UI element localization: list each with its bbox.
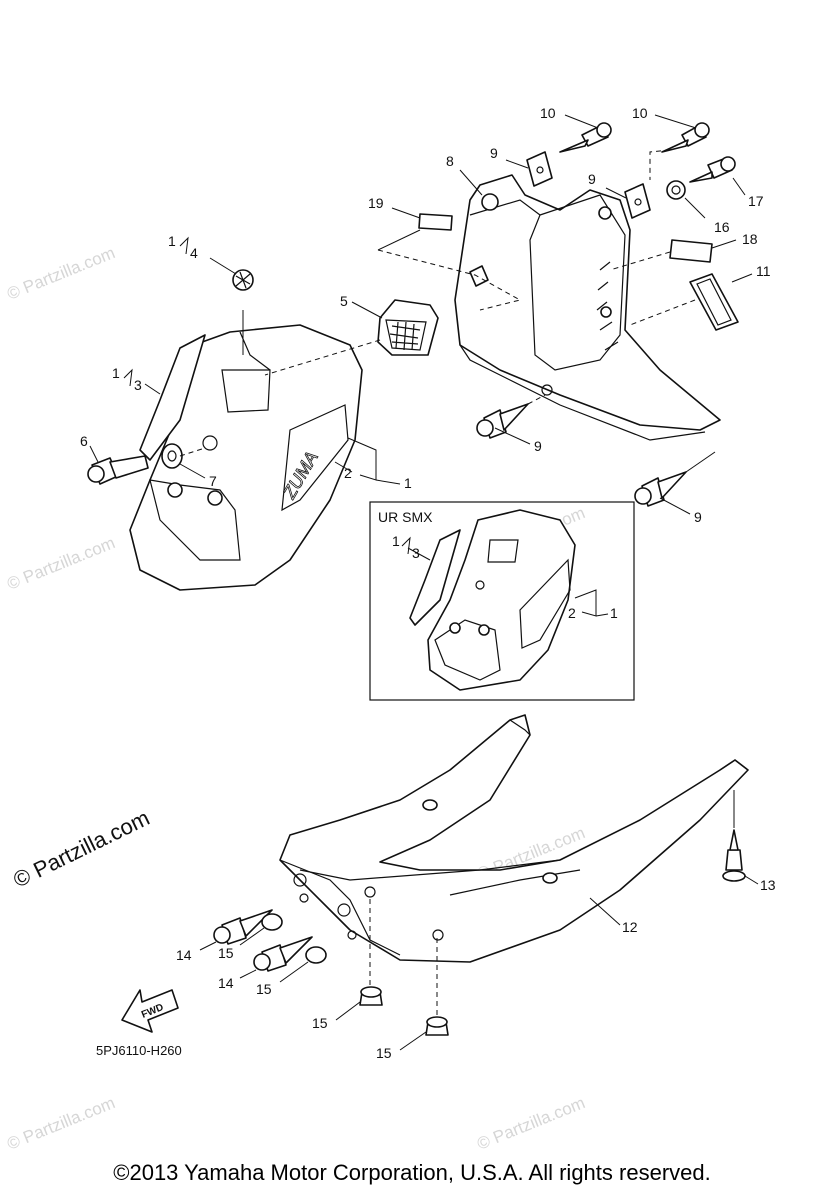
plug-15-upper <box>261 913 283 931</box>
footboard-12 <box>279 714 749 963</box>
diagram-code: 5PJ6110-H260 <box>96 1043 182 1058</box>
screw-10-right <box>661 122 710 153</box>
grommet-11 <box>689 273 739 331</box>
callout-7: 7 <box>209 473 217 489</box>
callout-1: 1 <box>404 475 412 491</box>
callout-9-a: 9 <box>490 145 498 161</box>
screw-17 <box>689 156 736 183</box>
callout-9-b: 9 <box>588 171 596 187</box>
watermark-7: © Partzilla.com <box>474 1093 587 1154</box>
grommet-7 <box>161 443 183 469</box>
callout-15-c: 15 <box>312 1015 328 1031</box>
side-stripe-3 <box>139 334 206 461</box>
callout-15-a: 15 <box>218 945 234 961</box>
callout-14-a: 14 <box>176 947 192 963</box>
fwd-arrow: FWD <box>121 989 179 1033</box>
callout-9-c: 9 <box>534 438 542 454</box>
screw-10-left <box>559 122 612 153</box>
callout-6: 6 <box>80 433 88 449</box>
callout-4: 4 <box>190 245 198 261</box>
clip-9-upper-left <box>526 151 553 187</box>
callout-9-d: 9 <box>694 509 702 525</box>
callout-10-left: 10 <box>540 105 556 121</box>
callout-14-b: 14 <box>218 975 234 991</box>
washer-16 <box>666 180 686 200</box>
label-19 <box>418 213 453 231</box>
label-18 <box>669 239 713 263</box>
callout-4-prefix: 1 <box>168 233 176 249</box>
screw-14-lower <box>253 936 313 972</box>
bolt-6 <box>87 455 149 485</box>
plug-15-lower <box>305 946 327 964</box>
watermark-3: © Partzilla.com <box>4 533 117 594</box>
watermark-main: © Partzilla.com <box>9 805 153 892</box>
screw-9-lower-left <box>476 403 529 439</box>
callout-18: 18 <box>742 231 758 247</box>
callout-2: 2 <box>344 465 352 481</box>
vent-grille-5 <box>377 299 439 356</box>
inset-callout-2: 2 <box>568 605 576 621</box>
callout-15-b: 15 <box>256 981 272 997</box>
callout-11: 11 <box>756 263 771 279</box>
inset-callout-1: 1 <box>610 605 618 621</box>
inset-callout-3-prefix: 1 <box>392 533 400 549</box>
screw-9-lower-right <box>634 471 687 507</box>
plug-15-bottom-right <box>425 1016 449 1036</box>
watermark-6: © Partzilla.com <box>4 1093 117 1154</box>
inset-ur-smx: UR SMX <box>369 501 635 701</box>
inset-title: UR SMX <box>378 509 433 525</box>
callout-3: 3 <box>134 377 142 393</box>
callout-17: 17 <box>748 193 764 209</box>
callout-13: 13 <box>760 877 776 893</box>
screw-13 <box>722 829 746 882</box>
emblem-4 <box>232 269 254 291</box>
callout-19: 19 <box>368 195 384 211</box>
callout-16: 16 <box>714 219 730 235</box>
callouts: 10 10 8 9 9 17 16 18 19 11 9 9 1 4 1 3 5… <box>80 105 776 1061</box>
copyright-notice: ©2013 Yamaha Motor Corporation, U.S.A. A… <box>113 1160 711 1185</box>
inset-callout-3: 3 <box>412 545 420 561</box>
callout-3-prefix: 1 <box>112 365 120 381</box>
inner-leg-shield <box>454 174 721 441</box>
callout-5: 5 <box>340 293 348 309</box>
callout-8: 8 <box>446 153 454 169</box>
callout-10-right: 10 <box>632 105 648 121</box>
callout-15-d: 15 <box>376 1045 392 1061</box>
plug-15-bottom-left <box>359 986 383 1006</box>
callout-12: 12 <box>622 919 638 935</box>
leader-lines <box>89 114 759 1051</box>
clip-9-upper-right <box>624 183 651 219</box>
watermark-1: © Partzilla.com <box>4 243 117 304</box>
